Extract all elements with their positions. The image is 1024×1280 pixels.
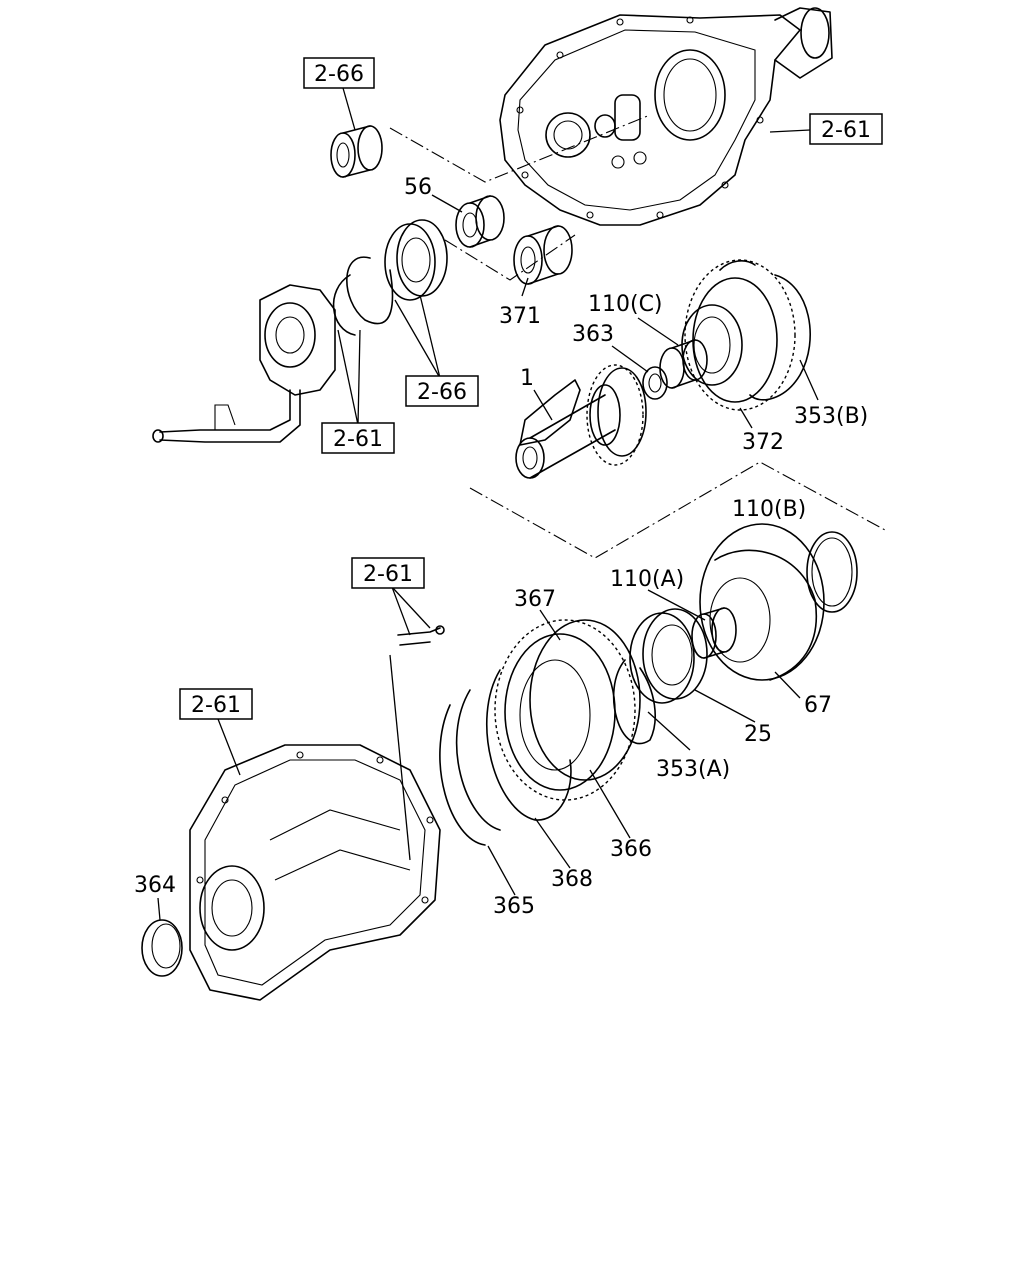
ref-box-bolt bbox=[351, 557, 425, 589]
bearing-56 bbox=[455, 195, 505, 248]
transfer-case-housing bbox=[189, 744, 441, 1001]
ref-box-middle-1 bbox=[405, 375, 479, 407]
bearing-bracket bbox=[444, 234, 576, 281]
bearing-110a bbox=[691, 607, 737, 659]
washer-363 bbox=[642, 366, 668, 400]
ref-label-top-left: 2-66 bbox=[314, 62, 364, 87]
bolt-leader-line bbox=[389, 654, 411, 861]
part-label-365: 365 bbox=[493, 894, 535, 919]
part-label-25: 25 bbox=[744, 722, 772, 747]
bolt-part bbox=[397, 625, 445, 646]
seal-ring-group bbox=[332, 219, 448, 336]
bearing-25 bbox=[629, 608, 708, 704]
leader-lines bbox=[157, 87, 819, 921]
part-label-110a: 110(A) bbox=[610, 567, 684, 592]
bearing-371 bbox=[513, 225, 573, 285]
actuator-assembly bbox=[152, 284, 336, 443]
part-label-67: 67 bbox=[804, 693, 832, 718]
part-label-1: 1 bbox=[520, 366, 534, 391]
part-label-368: 368 bbox=[551, 867, 593, 892]
sleeve-368 bbox=[486, 669, 572, 821]
part-label-372: 372 bbox=[742, 430, 784, 455]
bearing-110c bbox=[659, 339, 708, 389]
clutch-hub-366 bbox=[494, 619, 641, 801]
top-leader-bracket bbox=[389, 114, 651, 183]
ref-box-top-right bbox=[809, 113, 883, 145]
ref-label-middle-2: 2-61 bbox=[333, 427, 383, 452]
ref-label-middle-1: 2-66 bbox=[417, 380, 467, 405]
washer-110b bbox=[806, 531, 858, 613]
part-label-363: 363 bbox=[572, 322, 614, 347]
planet-carrier-67 bbox=[699, 523, 825, 681]
part-label-366: 366 bbox=[610, 837, 652, 862]
part-label-56: 56 bbox=[404, 175, 432, 200]
output-shaft-1 bbox=[515, 364, 647, 479]
part-label-110b: 110(B) bbox=[732, 497, 806, 522]
part-label-371: 371 bbox=[499, 304, 541, 329]
part-label-353b: 353(B) bbox=[794, 404, 868, 429]
ref-label-top-right: 2-61 bbox=[821, 118, 871, 143]
ref-box-case bbox=[179, 688, 253, 720]
band-365 bbox=[439, 689, 501, 846]
part-label-367: 367 bbox=[514, 587, 556, 612]
rear-housing bbox=[499, 7, 833, 226]
part-label-353a: 353(A) bbox=[656, 757, 730, 782]
ref-label-case: 2-61 bbox=[191, 693, 241, 718]
part-label-364: 364 bbox=[134, 873, 176, 898]
part-label-110c: 110(C) bbox=[588, 292, 663, 317]
reference-boxes: 2-66 2-61 2-66 2-61 2-61 2-61 bbox=[179, 57, 883, 720]
part-labels: 56 371 110(C) 363 1 372 353(B) 110(B) 11… bbox=[134, 175, 868, 919]
ref-box-top-left bbox=[303, 57, 375, 89]
snap-ring-353a bbox=[612, 659, 656, 745]
ref-label-bolt: 2-61 bbox=[363, 562, 413, 587]
snap-ring-353b bbox=[719, 260, 811, 401]
seal-364 bbox=[141, 919, 183, 977]
top-left-bearing bbox=[330, 125, 383, 178]
ref-box-middle-2 bbox=[321, 422, 395, 454]
drive-sprocket-372 bbox=[681, 259, 796, 411]
